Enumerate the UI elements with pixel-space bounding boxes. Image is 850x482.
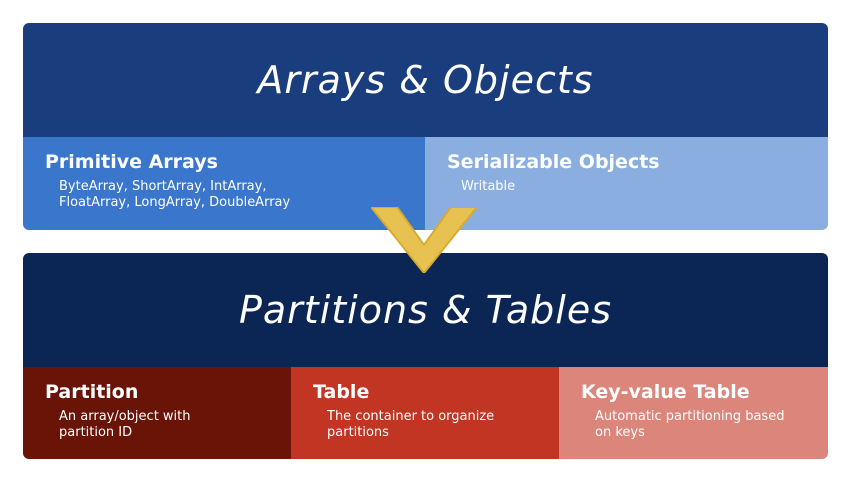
partitions-tables-header: Partitions & Tables [23,253,828,367]
key-value-table-title: Key-value Table [581,381,750,403]
arrays-objects-row: Primitive Arrays ByteArray, ShortArray, … [23,137,828,230]
serializable-objects-box: Serializable Objects Writable [425,137,828,230]
partitions-tables-row: Partition An array/object with partition… [23,367,828,459]
partition-description: An array/object with partition ID [59,409,191,440]
key-value-table-box: Key-value Table Automatic partitioning b… [559,367,828,459]
arrays-objects-panel: Arrays & Objects Primitive Arrays ByteAr… [23,23,828,230]
serializable-objects-description: Writable [461,179,516,194]
serializable-objects-title: Serializable Objects [447,151,660,173]
partition-title: Partition [45,381,139,403]
primitive-arrays-box: Primitive Arrays ByteArray, ShortArray, … [23,137,425,230]
arrays-objects-header: Arrays & Objects [23,23,828,137]
table-title: Table [313,381,370,403]
primitive-arrays-title: Primitive Arrays [45,151,218,173]
partitions-tables-panel: Partitions & Tables Partition An array/o… [23,253,828,459]
chevron-down-icon [371,207,477,273]
key-value-table-description: Automatic partitioning based on keys [595,409,785,440]
arrays-objects-title: Arrays & Objects [257,58,594,102]
table-description: The container to organize partitions [327,409,495,440]
primitive-arrays-description: ByteArray, ShortArray, IntArray, FloatAr… [59,179,291,210]
partitions-tables-title: Partitions & Tables [238,288,613,332]
table-box: Table The container to organize partitio… [291,367,559,459]
partition-box: Partition An array/object with partition… [23,367,291,459]
